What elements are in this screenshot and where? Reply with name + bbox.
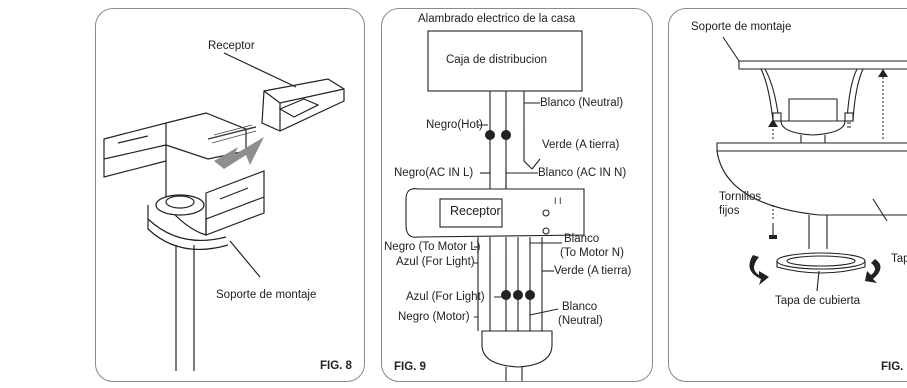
label-receptor-box: Receptor xyxy=(450,204,501,218)
label-blanco-ac-in: Blanco (AC IN N) xyxy=(538,167,627,179)
receptor-mark: I I xyxy=(554,196,562,206)
label-negro-to-motor-l: Negro (To Motor L) xyxy=(384,241,481,253)
label-negro-ac-in: Negro(AC IN L) xyxy=(394,167,474,179)
label-verde-tierra-bottom: Verde (A tierra) xyxy=(554,265,632,277)
rotate-left-arrow-icon xyxy=(749,255,769,285)
label-blanco-motor-n-line2: (To Motor N) xyxy=(560,247,624,259)
label-tornillos-line1: Tornillos xyxy=(719,191,762,203)
label-tapa-de-cubierta: Tapa de cubierta xyxy=(775,295,861,307)
label-azul-for-light-1: Azul (For Light) xyxy=(396,256,475,268)
fig10-label: FIG. xyxy=(881,361,904,373)
fig8-label: FIG. 8 xyxy=(320,360,352,372)
up-arrow-icon xyxy=(768,119,778,127)
label-alambrado: Alambrado electrico de la casa xyxy=(418,13,576,25)
label-blanco-motor-n-line1: Blanco xyxy=(564,233,600,245)
wire-connectors-bottom xyxy=(501,290,535,300)
rotate-right-arrow-icon xyxy=(865,259,881,283)
label-caja-de-distribucion: Caja de distribucion xyxy=(446,54,548,66)
label-soporte-de-montaje: Soporte de montaje xyxy=(216,289,317,301)
label-soporte-de-montaje-fig10: Soporte de montaje xyxy=(691,21,792,33)
label-receptor: Receptor xyxy=(208,40,255,52)
wire-connectors-top xyxy=(485,130,511,140)
fig9-panel: Alambrado electrico de la casa Caja de d… xyxy=(381,8,653,382)
label-negro-hot: Negro(Hot) xyxy=(426,119,483,131)
fig10-panel: Soporte de montaje Tornillos fijos Tapa … xyxy=(668,8,907,382)
insertion-arrow-icon xyxy=(214,137,264,169)
fig10-drawing xyxy=(716,36,907,292)
label-tapa-partial: Tap xyxy=(891,253,907,265)
label-blanco-neutral-bottom-line2: (Neutral) xyxy=(558,315,603,327)
fig8-drawing xyxy=(103,52,345,371)
label-verde-tierra-top: Verde (A tierra) xyxy=(542,139,620,151)
label-blanco-neutral-bottom-line1: Blanco xyxy=(562,301,598,313)
label-tornillos-line2: fijos xyxy=(719,205,740,217)
fig9-wiring-diagram xyxy=(405,30,585,381)
label-blanco-neutral-top: Blanco (Neutral) xyxy=(540,97,624,109)
fig9-label: FIG. 9 xyxy=(394,361,426,373)
screw-icon xyxy=(769,235,777,239)
label-negro-motor: Negro (Motor) xyxy=(398,311,470,323)
label-azul-for-light-2: Azul (For Light) xyxy=(406,291,485,303)
fig8-panel: Receptor Soporte de montaje FIG. 8 xyxy=(95,8,365,382)
up-arrow-icon xyxy=(878,69,888,77)
